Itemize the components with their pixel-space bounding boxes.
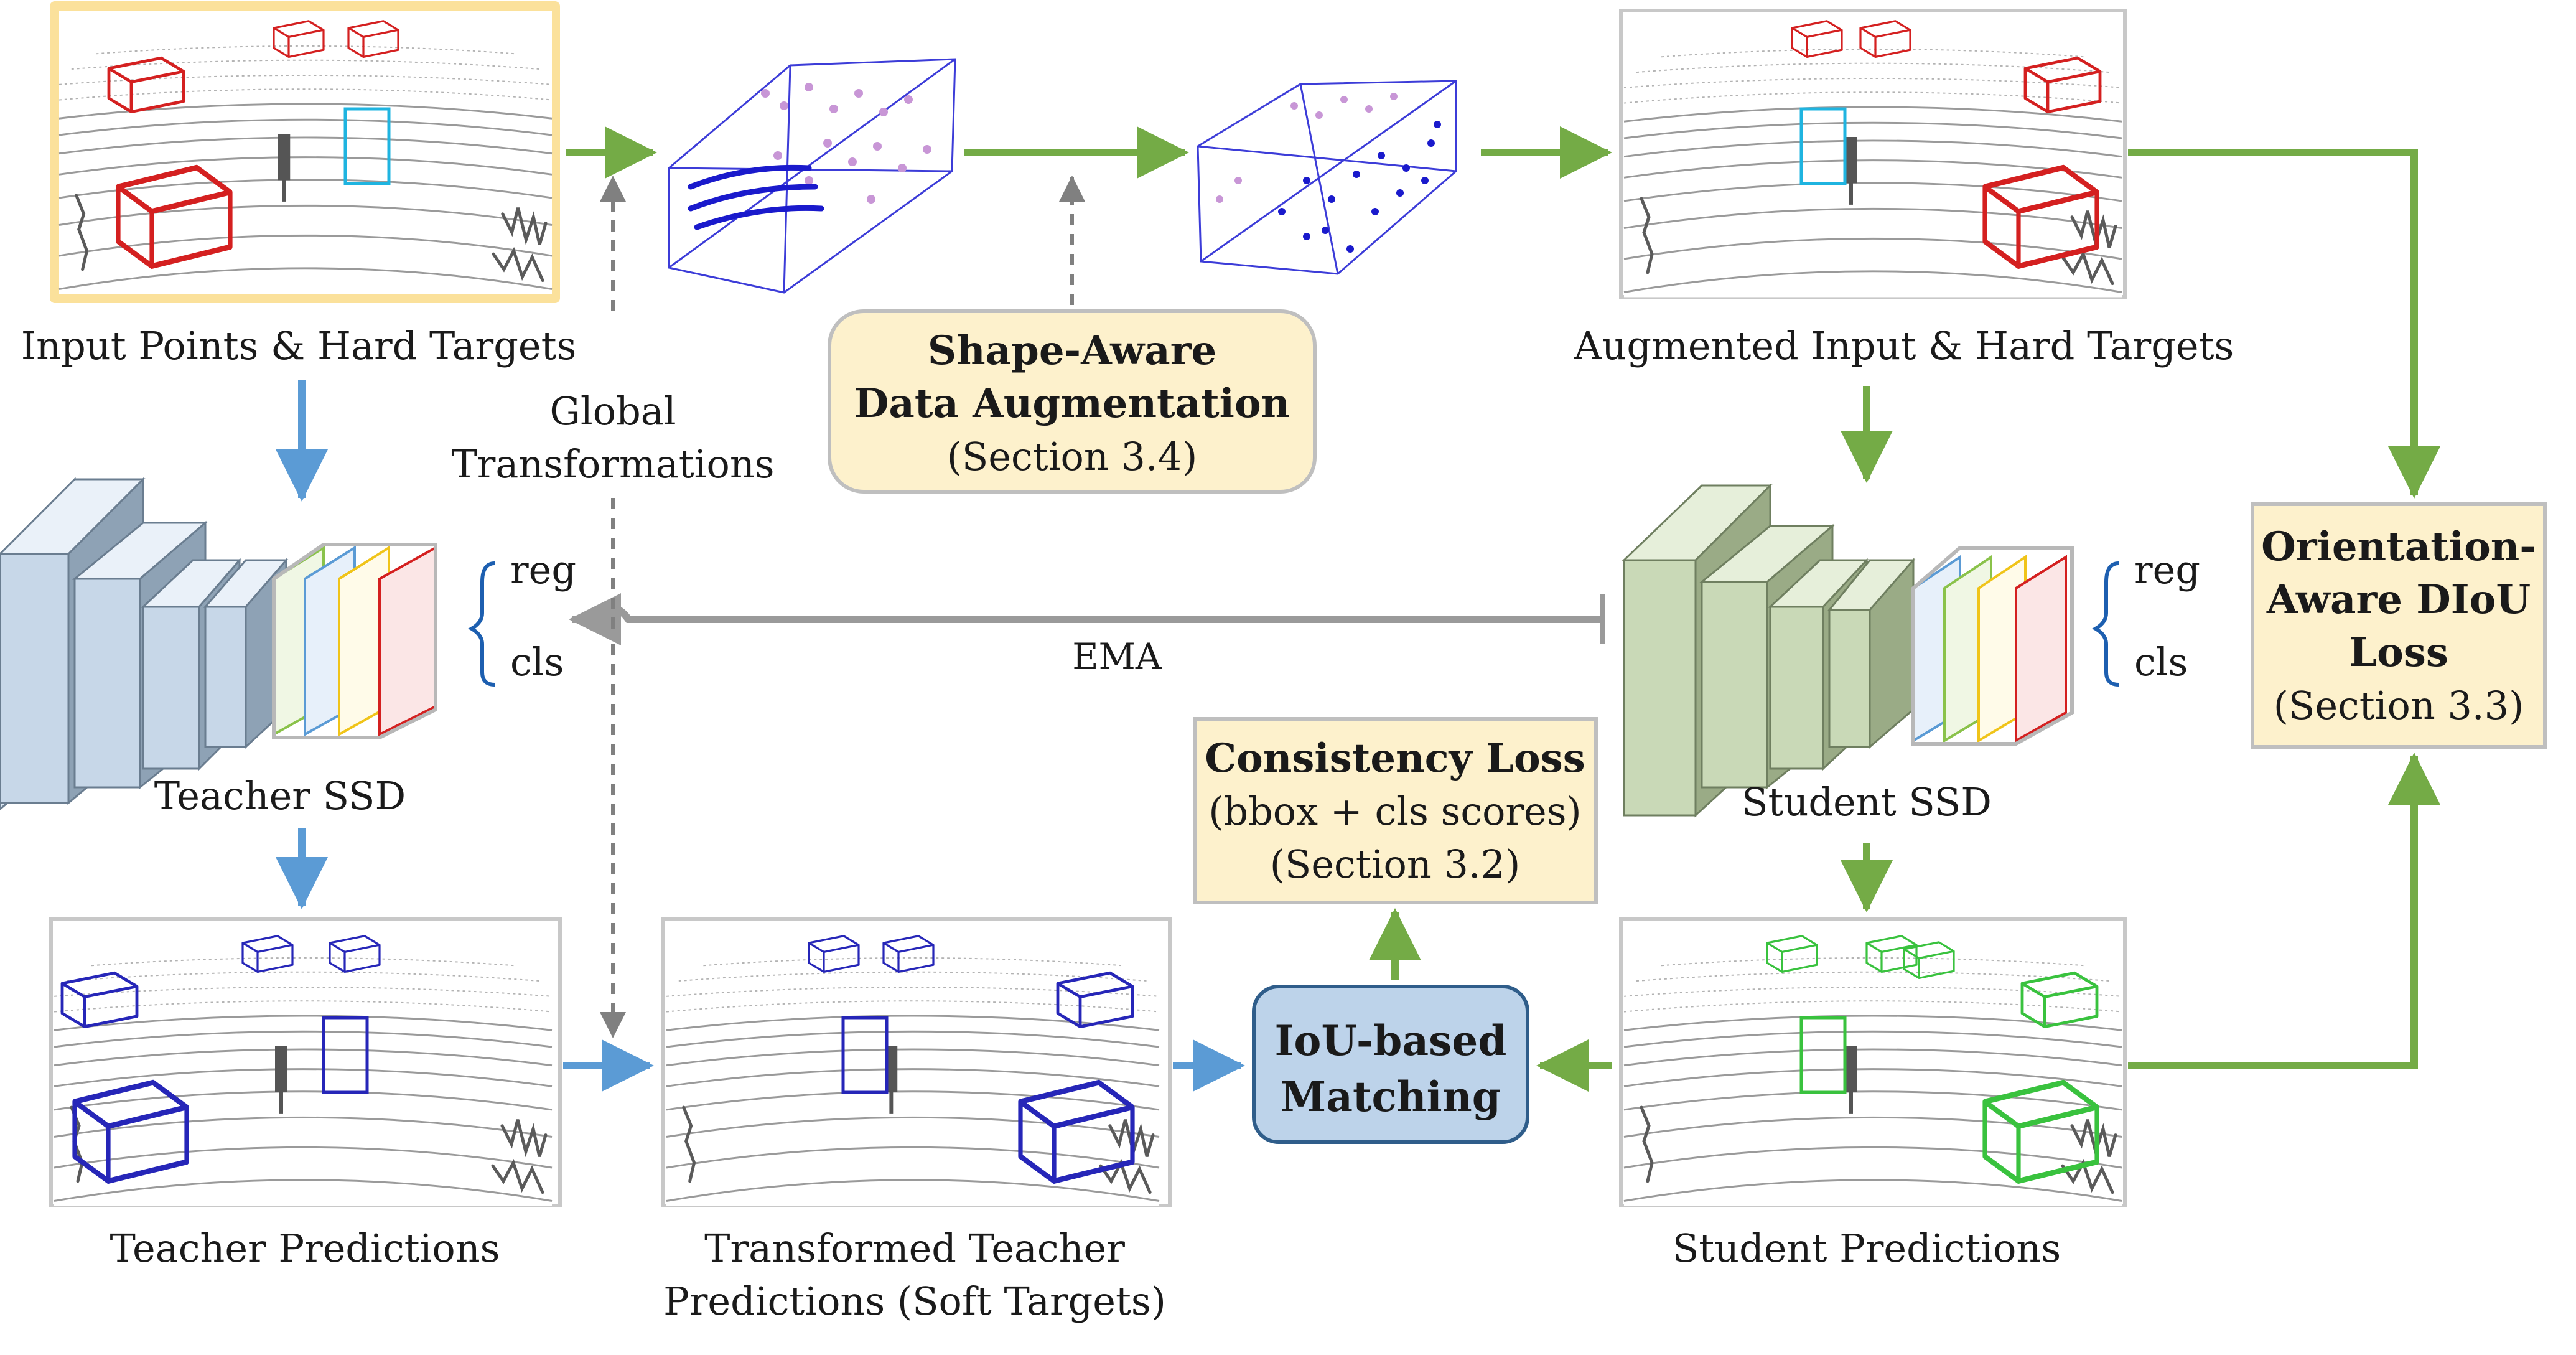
transformed-predictions-label-2: Predictions (Soft Targets) xyxy=(663,1278,1166,1324)
consistency-title: Consistency Loss xyxy=(1205,735,1585,782)
student-ssd-label: Student SSD xyxy=(1742,779,1992,825)
dashed-arrows xyxy=(600,176,1085,1038)
consistency-subtitle: (bbox + cls scores) xyxy=(1208,789,1582,834)
arrow-augmented-to-diou xyxy=(2128,149,2440,499)
transformed-predictions-label-1: Transformed Teacher xyxy=(704,1226,1125,1271)
orientation-title-1: Orientation- xyxy=(2261,523,2536,570)
student-predictions-label: Student Predictions xyxy=(1673,1226,2061,1271)
input-panel xyxy=(50,1,560,303)
arrow-ema xyxy=(569,593,1602,645)
teacher-ssd-network xyxy=(0,477,437,810)
global-transformations-label-2: Transformations xyxy=(451,441,774,487)
student-predictions-panel xyxy=(1619,917,2127,1207)
iou-matching-box: IoU-based Matching xyxy=(1252,985,1529,1144)
point-cloud-crop-1 xyxy=(668,58,956,294)
shape-aware-title-2: Data Augmentation xyxy=(854,380,1290,427)
iou-matching-title-2: Matching xyxy=(1281,1072,1501,1121)
global-transformations-label-1: Global xyxy=(549,388,676,434)
input-panel-label: Input Points & Hard Targets xyxy=(21,323,577,368)
teacher-cls-label: cls xyxy=(510,639,564,685)
orientation-title-2: Aware DIoU xyxy=(2266,576,2531,623)
consistency-section: (Section 3.2) xyxy=(1270,842,1521,887)
teacher-predictions-label: Teacher Predictions xyxy=(110,1226,500,1271)
student-output-brace xyxy=(2092,561,2119,687)
shape-aware-title-1: Shape-Aware xyxy=(928,327,1216,374)
point-cloud-crop-2 xyxy=(1197,80,1457,275)
iou-matching-title-1: IoU-based xyxy=(1275,1016,1507,1065)
consistency-loss-box: Consistency Loss (bbox + cls scores) (Se… xyxy=(1193,717,1598,904)
orientation-title-3: Loss xyxy=(2349,629,2448,676)
student-cls-label: cls xyxy=(2134,639,2188,685)
shape-aware-augmentation-box: Shape-Aware Data Augmentation (Section 3… xyxy=(828,309,1317,494)
orientation-diou-loss-box: Orientation- Aware DIoU Loss (Section 3.… xyxy=(2251,502,2547,749)
teacher-ssd-label: Teacher SSD xyxy=(154,773,406,818)
student-reg-label: reg xyxy=(2134,547,2200,593)
orientation-section: (Section 3.3) xyxy=(2274,683,2524,728)
teacher-predictions-panel xyxy=(49,917,562,1207)
arrow-predictions-to-diou xyxy=(2128,753,2440,1069)
teacher-output-brace xyxy=(468,561,495,687)
teacher-reg-label: reg xyxy=(510,547,576,593)
student-ssd-network xyxy=(1622,483,2074,818)
shape-aware-section: (Section 3.4) xyxy=(947,434,1198,479)
ema-label: EMA xyxy=(1072,635,1162,678)
transformed-predictions-panel xyxy=(661,917,1172,1207)
augmented-panel-label: Augmented Input & Hard Targets xyxy=(1574,323,2234,368)
augmented-panel xyxy=(1619,9,2127,299)
